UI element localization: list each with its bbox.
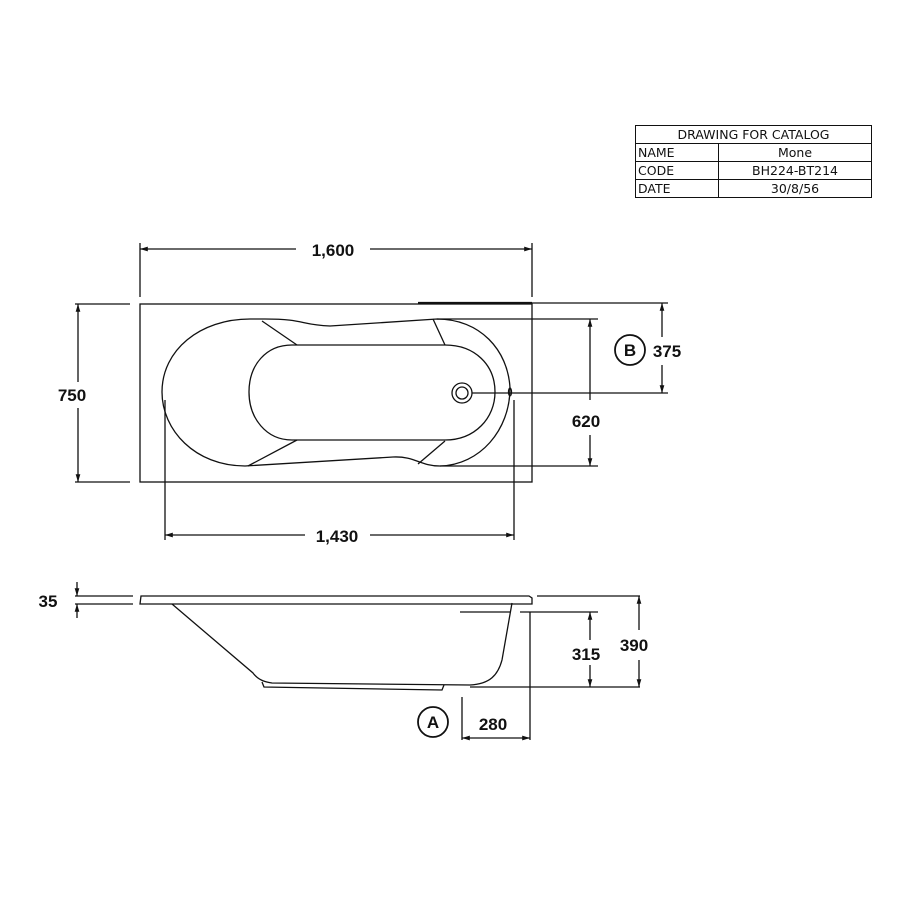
row-value: BH224-BT214 bbox=[718, 161, 872, 180]
basin-outline bbox=[161, 318, 511, 467]
marker-b-circle bbox=[614, 334, 646, 366]
dim-inner-length: 1,430 bbox=[316, 527, 359, 546]
side-view bbox=[74, 582, 642, 741]
title-block: DRAWING FOR CATALOG NAME Mone CODE BH224… bbox=[635, 125, 872, 198]
overflow-icon bbox=[507, 387, 513, 397]
dim-inner-depth: 315 bbox=[572, 645, 600, 664]
dim-rim-thickness: 35 bbox=[39, 592, 58, 611]
floor-outline bbox=[248, 344, 496, 441]
title-row-code: CODE BH224-BT214 bbox=[635, 161, 872, 180]
dim-overall-length: 1,600 bbox=[312, 241, 355, 260]
row-value: 30/8/56 bbox=[718, 179, 872, 198]
marker-a-label: A bbox=[427, 713, 439, 732]
title-row-date: DATE 30/8/56 bbox=[635, 179, 872, 198]
dim-overall-height: 390 bbox=[620, 636, 648, 655]
marker-a-circle bbox=[417, 706, 449, 738]
dim-drain-offset: 375 bbox=[653, 342, 681, 361]
row-label: DATE bbox=[635, 179, 719, 198]
drain-icon bbox=[451, 382, 473, 404]
top-view bbox=[75, 243, 668, 540]
rim-profile bbox=[139, 595, 533, 605]
marker-b-label: B bbox=[624, 341, 636, 360]
dim-waste-offset: 280 bbox=[479, 715, 507, 734]
dim-overall-width: 750 bbox=[58, 386, 86, 405]
tub-body-profile bbox=[171, 602, 513, 686]
dim-inner-width: 620 bbox=[572, 412, 600, 431]
